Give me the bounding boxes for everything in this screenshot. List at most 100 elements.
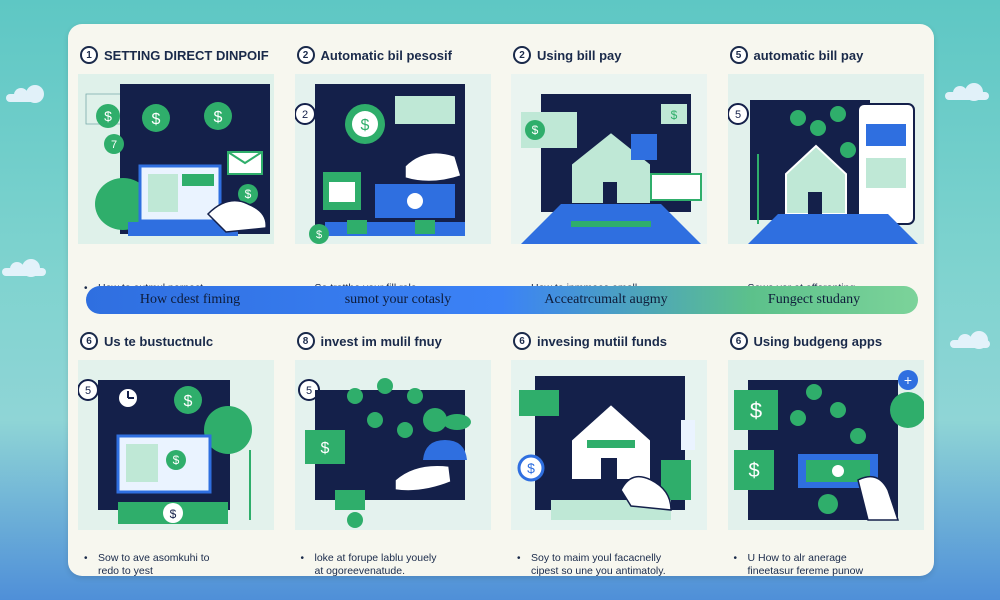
step-title: 2 Using bill pay (513, 44, 622, 66)
svg-text:+: + (903, 372, 911, 388)
step-card: 2 Using bill pay $ $ • How to inm (501, 44, 718, 294)
svg-text:$: $ (173, 453, 180, 467)
banner-item: sumot your cotasly (344, 292, 452, 307)
step-caption: • Soy to maim youl facacnelly cipest so … (517, 552, 666, 576)
banner-item: How cdest fiming (139, 292, 241, 307)
dollar-icon (346, 388, 363, 404)
step-card: 6 Using budgeng apps $ $ + (718, 330, 935, 576)
svg-text:$: $ (360, 117, 369, 134)
step-number: 2 (513, 46, 531, 64)
svg-text:$: $ (245, 187, 252, 201)
badge-number (104, 134, 124, 154)
svg-text:5: 5 (734, 109, 740, 121)
step-label: invesing mutiil funds (537, 333, 668, 349)
step-title: 2 Automatic bil pesosif (296, 44, 452, 66)
step-caption: • loke at forupe lablu youely at ogoreev… (300, 552, 437, 576)
dollar-icon (96, 104, 120, 128)
svg-text:$: $ (184, 393, 193, 410)
svg-text:$: $ (671, 108, 678, 122)
svg-text:5: 5 (85, 385, 91, 397)
step-caption: • U How to alr anerage fineetasur fereme… (733, 552, 864, 576)
dollar-icon (525, 120, 545, 140)
dollar-icon (174, 386, 202, 414)
step-label: Using budgeng apps (753, 333, 883, 349)
step-label: Automatic bil pesosif (320, 47, 452, 63)
dollar-icon (805, 384, 822, 400)
svg-text:$: $ (152, 111, 161, 128)
step-title: 8 invest im mulil fnuy (296, 330, 442, 352)
step-card: 5 automatic bill pay 5 (718, 44, 935, 294)
step-card: 8 invest im mulil fnuy 5 $ (285, 330, 502, 576)
svg-text:$: $ (527, 460, 535, 476)
step-number: 6 (80, 332, 98, 350)
dollar-icon (517, 454, 545, 482)
svg-text:$: $ (532, 123, 539, 137)
step-title: 1 SETTING DIRECT DINPOIF (80, 44, 269, 66)
step-caption: • Sow to ave asomkuhi to redo to yest (84, 552, 210, 576)
step-card: 1 SETTING DIRECT DINPOIF $ $ $ 7 (68, 44, 285, 294)
step-title: 6 invesing mutiil funds (513, 330, 667, 352)
step-number: 1 (80, 46, 98, 64)
step-label: Using bill pay (537, 47, 622, 63)
svg-text:$: $ (748, 460, 759, 482)
bullet-icon: • (84, 553, 88, 564)
svg-text:2: 2 (301, 109, 307, 121)
dollar-icon (142, 104, 170, 132)
house-icon (784, 144, 847, 215)
svg-text:$: $ (749, 398, 761, 423)
step-number: 6 (729, 332, 748, 350)
bullet-icon: • (733, 553, 738, 564)
infographic-card: 1 SETTING DIRECT DINPOIF $ $ $ 7 (68, 24, 934, 576)
top-row: 1 SETTING DIRECT DINPOIF $ $ $ 7 (68, 44, 935, 294)
cloud (2, 259, 46, 277)
step-card: 2 Automatic bil pesosif 2 $ (285, 44, 502, 294)
hand-icon (393, 464, 452, 492)
svg-text:$: $ (170, 507, 177, 521)
svg-text:$: $ (214, 109, 223, 126)
plus-icon (897, 370, 918, 390)
budgeting-apps-illustration: $ $ + (727, 360, 924, 530)
svg-text:7: 7 (111, 139, 117, 151)
step-label: SETTING DIRECT DINPOIF (104, 47, 269, 63)
cloud (950, 331, 990, 349)
cloud (945, 83, 989, 101)
bill-pay-illustration: $ $ (511, 74, 707, 244)
step-number: 8 (296, 332, 315, 350)
svg-text:$: $ (315, 229, 321, 241)
summary-banner: How cdest fiming sumot your cotasly Acce… (86, 286, 918, 314)
cloud (6, 85, 44, 103)
step-title: 6 Us te bustuctnulc (80, 330, 213, 352)
bullet-icon: • (300, 553, 305, 564)
step-label: Us te bustuctnulc (104, 333, 214, 349)
hand-icon (403, 151, 462, 183)
step-label: invest im mulil fnuy (320, 333, 442, 349)
budgeting-illustration: 5 $ $ $ (78, 360, 274, 530)
step-title: 5 automatic bill pay (729, 44, 864, 66)
bottom-row: 6 Us te bustuctnulc 5 $ $ (68, 330, 935, 576)
banner-item: Fungect studany (767, 292, 861, 307)
hand-icon (206, 199, 267, 233)
step-label: automatic bill pay (753, 47, 864, 63)
direct-deposit-illustration: $ $ $ 7 $ (78, 74, 274, 244)
badge-number (294, 103, 316, 125)
bullet-icon: • (84, 283, 88, 294)
bullet-icon: • (517, 553, 521, 564)
banner-item: Acceatrcumalt augmy (544, 292, 668, 307)
dollar-icon (204, 102, 232, 130)
step-number: 6 (513, 332, 531, 350)
svg-text:$: $ (320, 440, 329, 457)
svg-text:$: $ (104, 108, 112, 124)
mutual-funds-illustration: $ (511, 360, 707, 530)
step-card: 6 Us te bustuctnulc 5 $ $ (68, 330, 285, 576)
hand-icon (856, 475, 899, 521)
step-title: 6 Using budgeng apps (729, 330, 883, 352)
step-number: 2 (296, 46, 315, 64)
automatic-bill-pay-illustration: 5 (727, 74, 924, 244)
invest-funds-illustration: 5 $ (294, 360, 491, 530)
step-card: 6 invesing mutiil funds $ • Soy to maim … (501, 330, 718, 576)
badge-number (727, 103, 749, 125)
hand-icon (620, 475, 672, 511)
svg-text:5: 5 (305, 385, 311, 397)
automatic-bill-illustration: 2 $ $ (294, 74, 491, 244)
step-number: 5 (729, 46, 748, 64)
